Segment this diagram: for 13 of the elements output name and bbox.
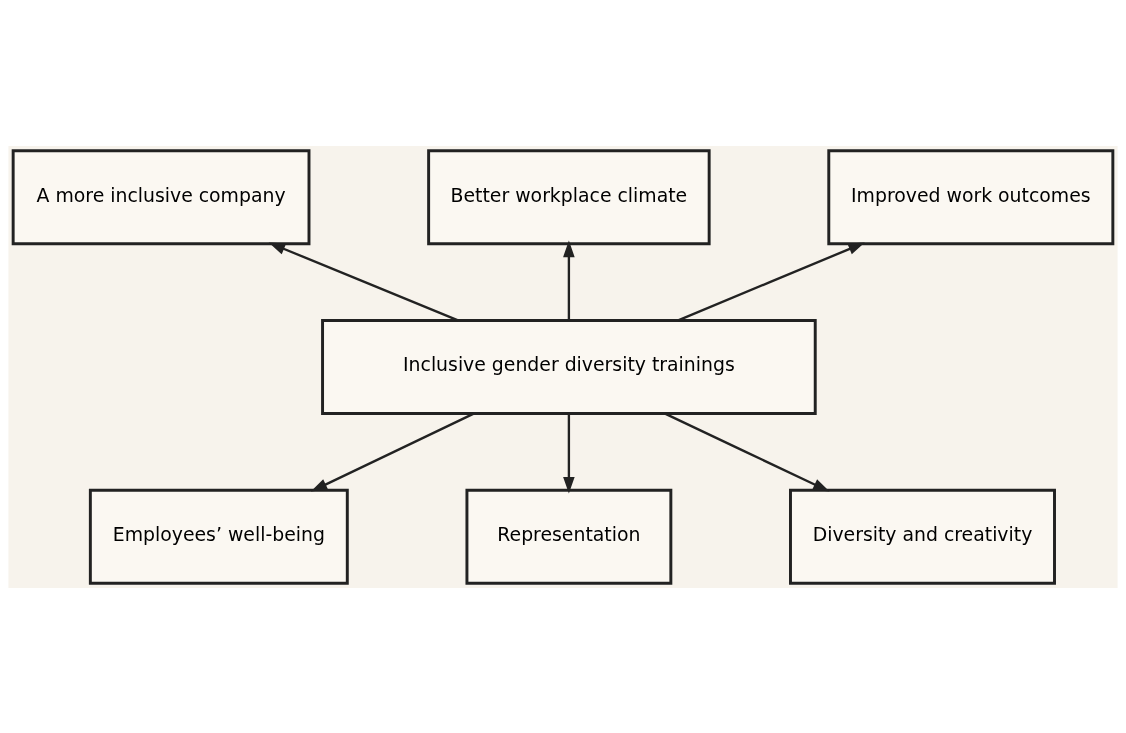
node-box: Employees’ well-being [88,488,349,585]
node-box: A more inclusive company [11,148,311,245]
arrow [664,412,830,492]
arrow [268,242,459,321]
node-box: Diversity and creativity [789,488,1056,585]
node-box: Inclusive gender diversity trainings [321,318,817,415]
node-box: Better workplace climate [427,148,711,245]
node-box: Representation [465,488,673,585]
arrow [563,240,575,320]
arrow [563,413,575,493]
arrow [677,242,865,321]
node-box: Improved work outcomes [827,148,1115,245]
arrow [310,412,475,492]
